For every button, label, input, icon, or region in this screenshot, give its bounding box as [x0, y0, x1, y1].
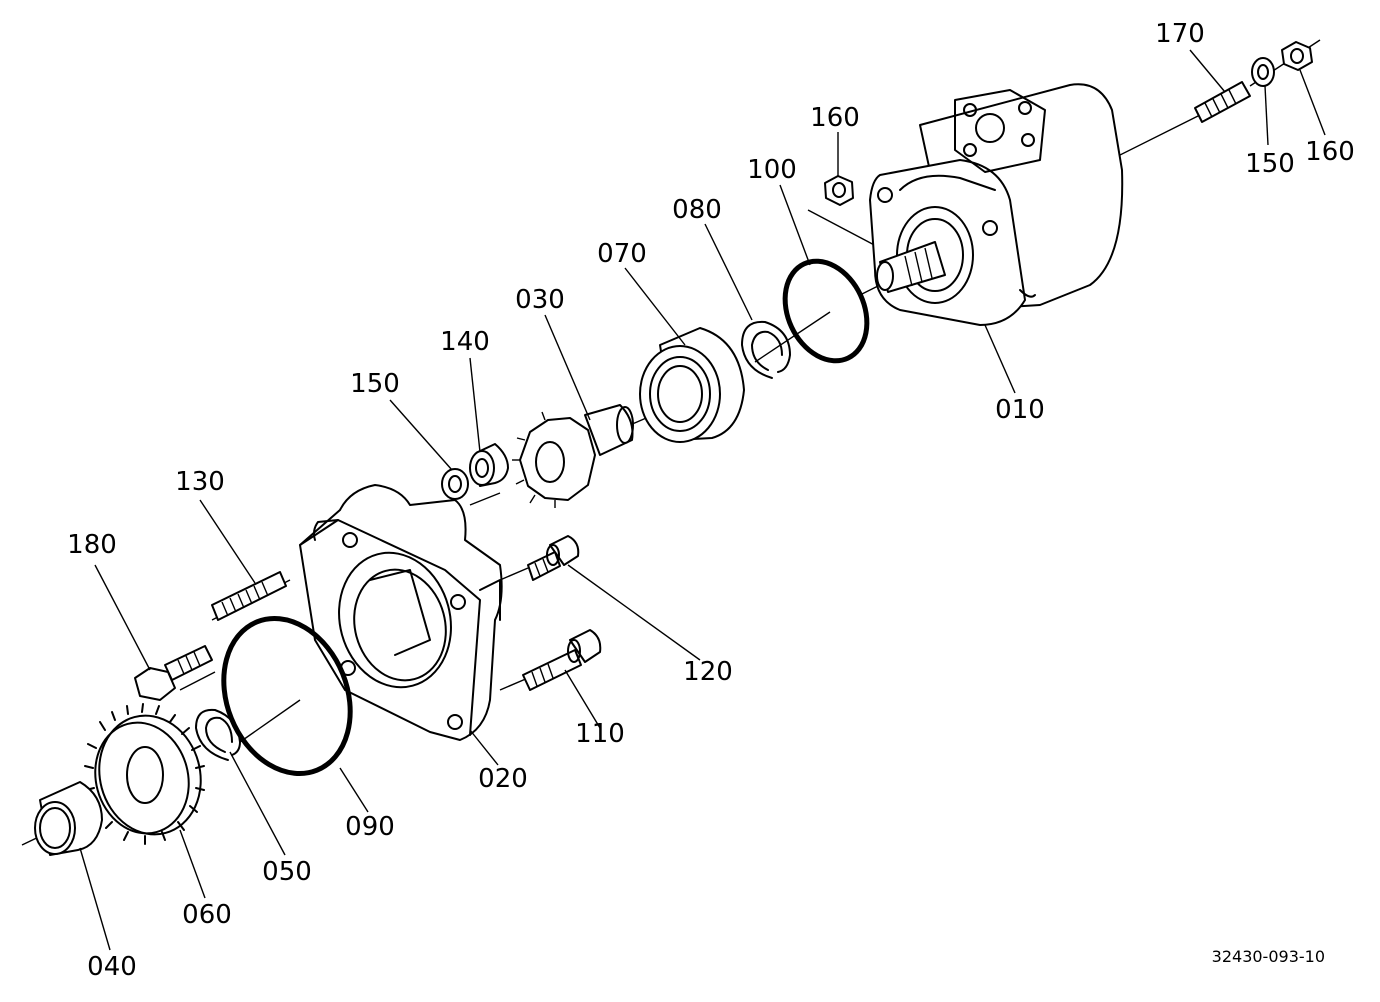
callout-180: 180: [67, 530, 117, 560]
callout-100: 100: [747, 155, 797, 185]
callout-080: 080: [672, 195, 722, 225]
part-040-bushing: [34, 781, 103, 856]
callout-120: 120: [683, 657, 733, 687]
diagram-reference-number: 32430-093-10: [1212, 947, 1325, 966]
callout-070: 070: [597, 239, 647, 269]
callout-130: 130: [175, 467, 225, 497]
part-030-gear-shaft: [512, 404, 634, 508]
leader-lines: [79, 49, 1326, 951]
callout-150-top: 150: [1245, 149, 1295, 179]
part-060-gear: [84, 703, 205, 845]
callout-160-top: 160: [1305, 137, 1355, 167]
part-150-washer-top: [1251, 57, 1275, 87]
part-140-spacer: [469, 443, 509, 487]
part-170-stud: [1194, 81, 1251, 123]
part-070-bearing: [639, 327, 745, 443]
part-150-washer-mid: [441, 468, 469, 500]
callout-030: 030: [515, 285, 565, 315]
callout-160-mid: 160: [810, 103, 860, 133]
callout-150-mid: 150: [350, 369, 400, 399]
part-180-bolt: [134, 645, 213, 701]
part-160-nut-mid: [824, 175, 854, 206]
callout-040: 040: [87, 952, 137, 982]
callout-140: 140: [440, 327, 490, 357]
part-160-nut-top: [1281, 41, 1313, 71]
part-090-o-ring: [221, 615, 353, 777]
part-100-o-ring: [782, 258, 870, 364]
callout-labels: 170 160 150 160 100 080 070 030 140 150 …: [67, 19, 1355, 982]
callout-010: 010: [995, 395, 1045, 425]
part-110-bolt: [522, 629, 602, 691]
part-080-snap-ring: [741, 320, 791, 379]
callout-020: 020: [478, 764, 528, 794]
callout-110: 110: [575, 719, 625, 749]
callout-090: 090: [345, 812, 395, 842]
callout-170: 170: [1155, 19, 1205, 49]
callout-060: 060: [182, 900, 232, 930]
part-020-gear-housing: [299, 484, 503, 741]
assembly-axis: [21, 39, 1321, 846]
part-130-stud: [211, 571, 287, 621]
part-120-bolt: [527, 535, 580, 581]
part-050-snap-ring: [195, 708, 241, 761]
part-010-pump-body: [869, 83, 1124, 326]
callout-050: 050: [262, 857, 312, 887]
